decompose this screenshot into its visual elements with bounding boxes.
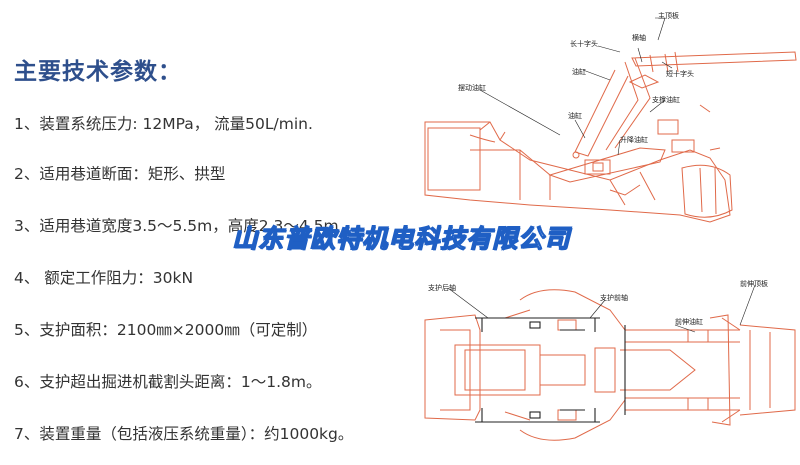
company-watermark: 山东普欧特机电科技有限公司 [231,223,571,253]
label-short-cross: 短十字头 [666,69,694,78]
top-view-structure [475,317,626,423]
label-cylinder-a: 油缸 [572,67,586,76]
top-view-labels: 支护后轴 支护前轴 前伸顶板 前伸油缸 [428,279,768,326]
label-support-cylinder: 支撑油缸 [652,95,680,104]
label-extend-cylinder: 前伸油缸 [675,317,703,326]
label-lift-cylinder: 升降油缸 [620,135,648,144]
spec-item-pressure: 1、装置系统压力: 12MPa， 流量50L/min. [14,115,313,133]
spec-item-area: 5、支护面积：2100㎜×2000㎜（可定制） [14,321,318,339]
side-view-callouts [479,17,673,156]
spec-item-resistance: 4、 额定工作阻力：30kN [14,269,194,287]
spec-item-distance: 6、支护超出掘进机截割头距离：1～1.8m。 [14,373,322,391]
label-cross-axis: 横轴 [632,33,646,42]
label-extend-plate: 前伸顶板 [740,279,768,288]
label-main-top-plate: 主顶板 [658,11,679,20]
spec-item-weight: 7、装置重量（包括液压系统重量）：约1000kg。 [14,425,354,443]
technical-drawing: 主顶板 横轴 长十字头 短十字头 油缸 摆动油缸 油缸 支撑油缸 升降油缸 [424,11,797,441]
label-front-axis: 支护前轴 [600,293,628,302]
top-view-callouts [447,284,756,333]
label-swing-cylinder: 摆动油缸 [458,83,486,92]
label-cylinder-b: 油缸 [568,111,582,120]
label-rear-axis: 支护后轴 [428,283,456,292]
spec-item-width: 3、适用巷道宽度3.5～5.5m，高度2.3～4.5m [14,217,339,235]
label-long-cross: 长十字头 [570,39,598,48]
side-view-labels: 主顶板 横轴 长十字头 短十字头 油缸 摆动油缸 油缸 支撑油缸 升降油缸 [458,11,694,144]
section-title: 主要技术参数： [14,59,182,85]
spec-item-section: 2、适用巷道断面：矩形、拱型 [14,165,226,183]
side-view-drawing [424,51,797,223]
